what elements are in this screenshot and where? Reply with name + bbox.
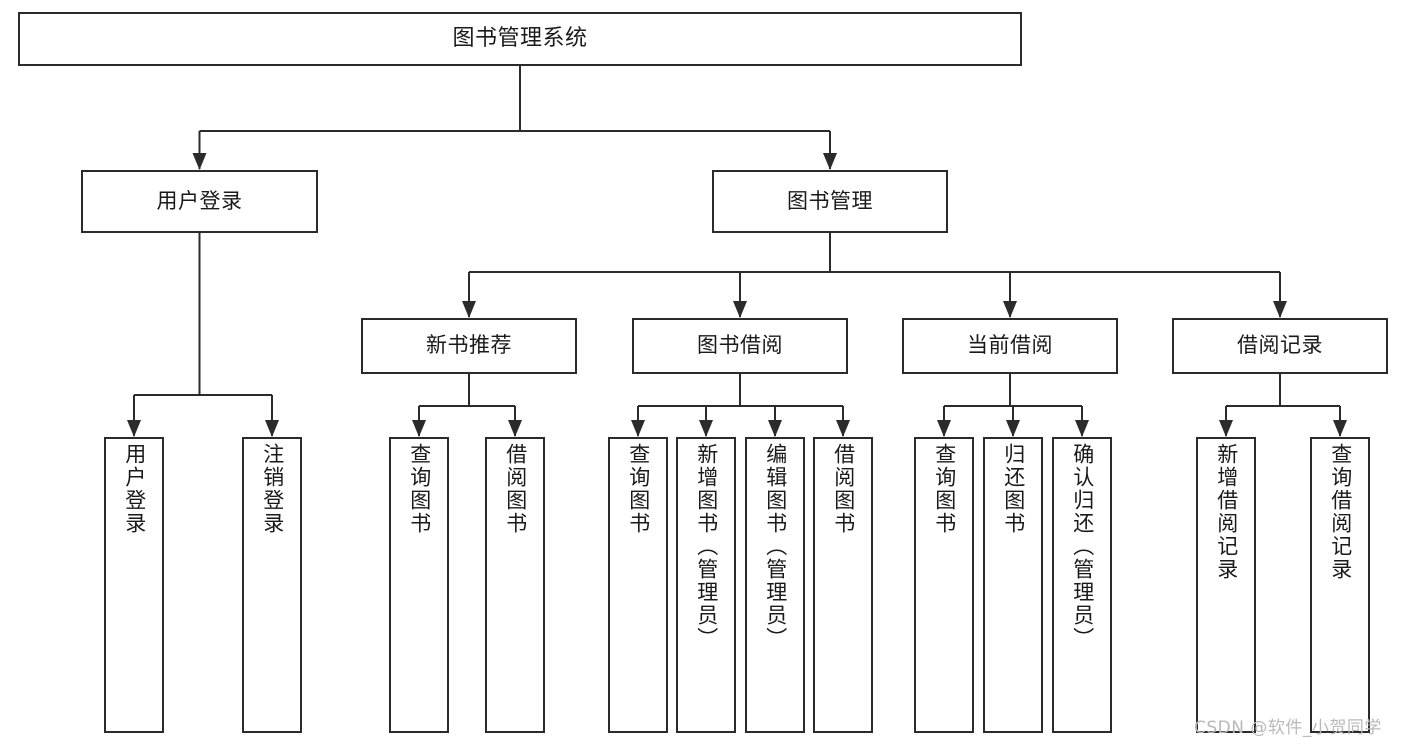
arrowhead-l1b-to-l2d [1273,301,1287,318]
node-label-n02: 注销登录 [260,443,285,535]
node-box-n06[interactable]: 新增图书（管理员） [676,437,736,733]
node-label-l1a: 用户登录 [156,188,243,213]
node-label-n07: 编辑图书（管理员） [763,443,788,650]
node-label-n03: 查询图书 [407,443,432,535]
node-box-n12[interactable]: 新增借阅记录 [1196,437,1256,733]
arrowhead-root-to-l1b [823,153,837,170]
node-box-n09[interactable]: 查询图书 [914,437,974,733]
arrowhead-l2c-to-n10 [1006,420,1020,437]
node-label-l2b: 图书借阅 [697,333,783,358]
node-box-n11[interactable]: 确认归还（管理员） [1052,437,1112,733]
node-box-n08[interactable]: 借阅图书 [813,437,873,733]
node-box-n03[interactable]: 查询图书 [389,437,449,733]
node-box-l2a[interactable]: 新书推荐 [361,318,577,374]
arrowhead-l2b-to-n05 [631,420,645,437]
node-label-root: 图书管理系统 [452,25,588,51]
arrowhead-root-to-l1a [192,153,207,170]
arrowhead-l2d-to-n13 [1333,420,1347,437]
node-label-n09: 查询图书 [932,443,957,535]
node-box-l2c[interactable]: 当前借阅 [902,318,1118,374]
node-box-l2b[interactable]: 图书借阅 [632,318,848,374]
arrowhead-l2b-to-n08 [836,420,850,437]
node-label-l2a: 新书推荐 [426,333,512,358]
node-label-n06: 新增图书（管理员） [694,443,719,650]
node-label-n13: 查询借阅记录 [1328,443,1353,581]
node-box-n10[interactable]: 归还图书 [983,437,1043,733]
arrowhead-l2a-to-n04 [508,420,522,437]
node-label-n08: 借阅图书 [831,443,856,535]
node-box-l2d[interactable]: 借阅记录 [1172,318,1388,374]
arrowhead-l2b-to-n07 [768,420,782,437]
node-label-n05: 查询图书 [626,443,651,535]
node-box-n05[interactable]: 查询图书 [608,437,668,733]
node-box-root[interactable]: 图书管理系统 [18,12,1022,66]
arrowhead-l2c-to-n11 [1075,420,1089,437]
node-box-n01[interactable]: 用户登录 [104,437,164,733]
node-label-n01: 用户登录 [122,443,147,535]
node-label-l2c: 当前借阅 [967,333,1053,358]
arrowhead-l1b-to-l2b [733,301,747,318]
arrowhead-l1b-to-l2a [462,301,476,318]
node-box-n13[interactable]: 查询借阅记录 [1310,437,1370,733]
node-box-n04[interactable]: 借阅图书 [485,437,545,733]
arrowhead-l1a-to-n01 [127,420,141,437]
node-label-l2d: 借阅记录 [1237,333,1323,358]
arrowhead-l1a-to-n02 [265,420,279,437]
node-box-l1a[interactable]: 用户登录 [81,170,318,233]
node-label-n04: 借阅图书 [503,443,528,535]
arrowhead-l2a-to-n03 [412,420,426,437]
arrowhead-l2d-to-n12 [1219,420,1233,437]
node-box-l1b[interactable]: 图书管理 [712,170,948,233]
node-box-n07[interactable]: 编辑图书（管理员） [745,437,805,733]
arrowhead-l2c-to-n09 [937,420,951,437]
node-box-n02[interactable]: 注销登录 [242,437,302,733]
node-label-n11: 确认归还（管理员） [1070,443,1095,650]
watermark-label: CSDN @软件_小贺同学 [1194,718,1382,738]
node-label-n12: 新增借阅记录 [1214,443,1239,581]
arrowhead-l2b-to-n06 [699,420,713,437]
node-label-n10: 归还图书 [1001,443,1026,535]
arrowhead-l1b-to-l2c [1003,301,1017,318]
node-label-l1b: 图书管理 [787,188,873,213]
